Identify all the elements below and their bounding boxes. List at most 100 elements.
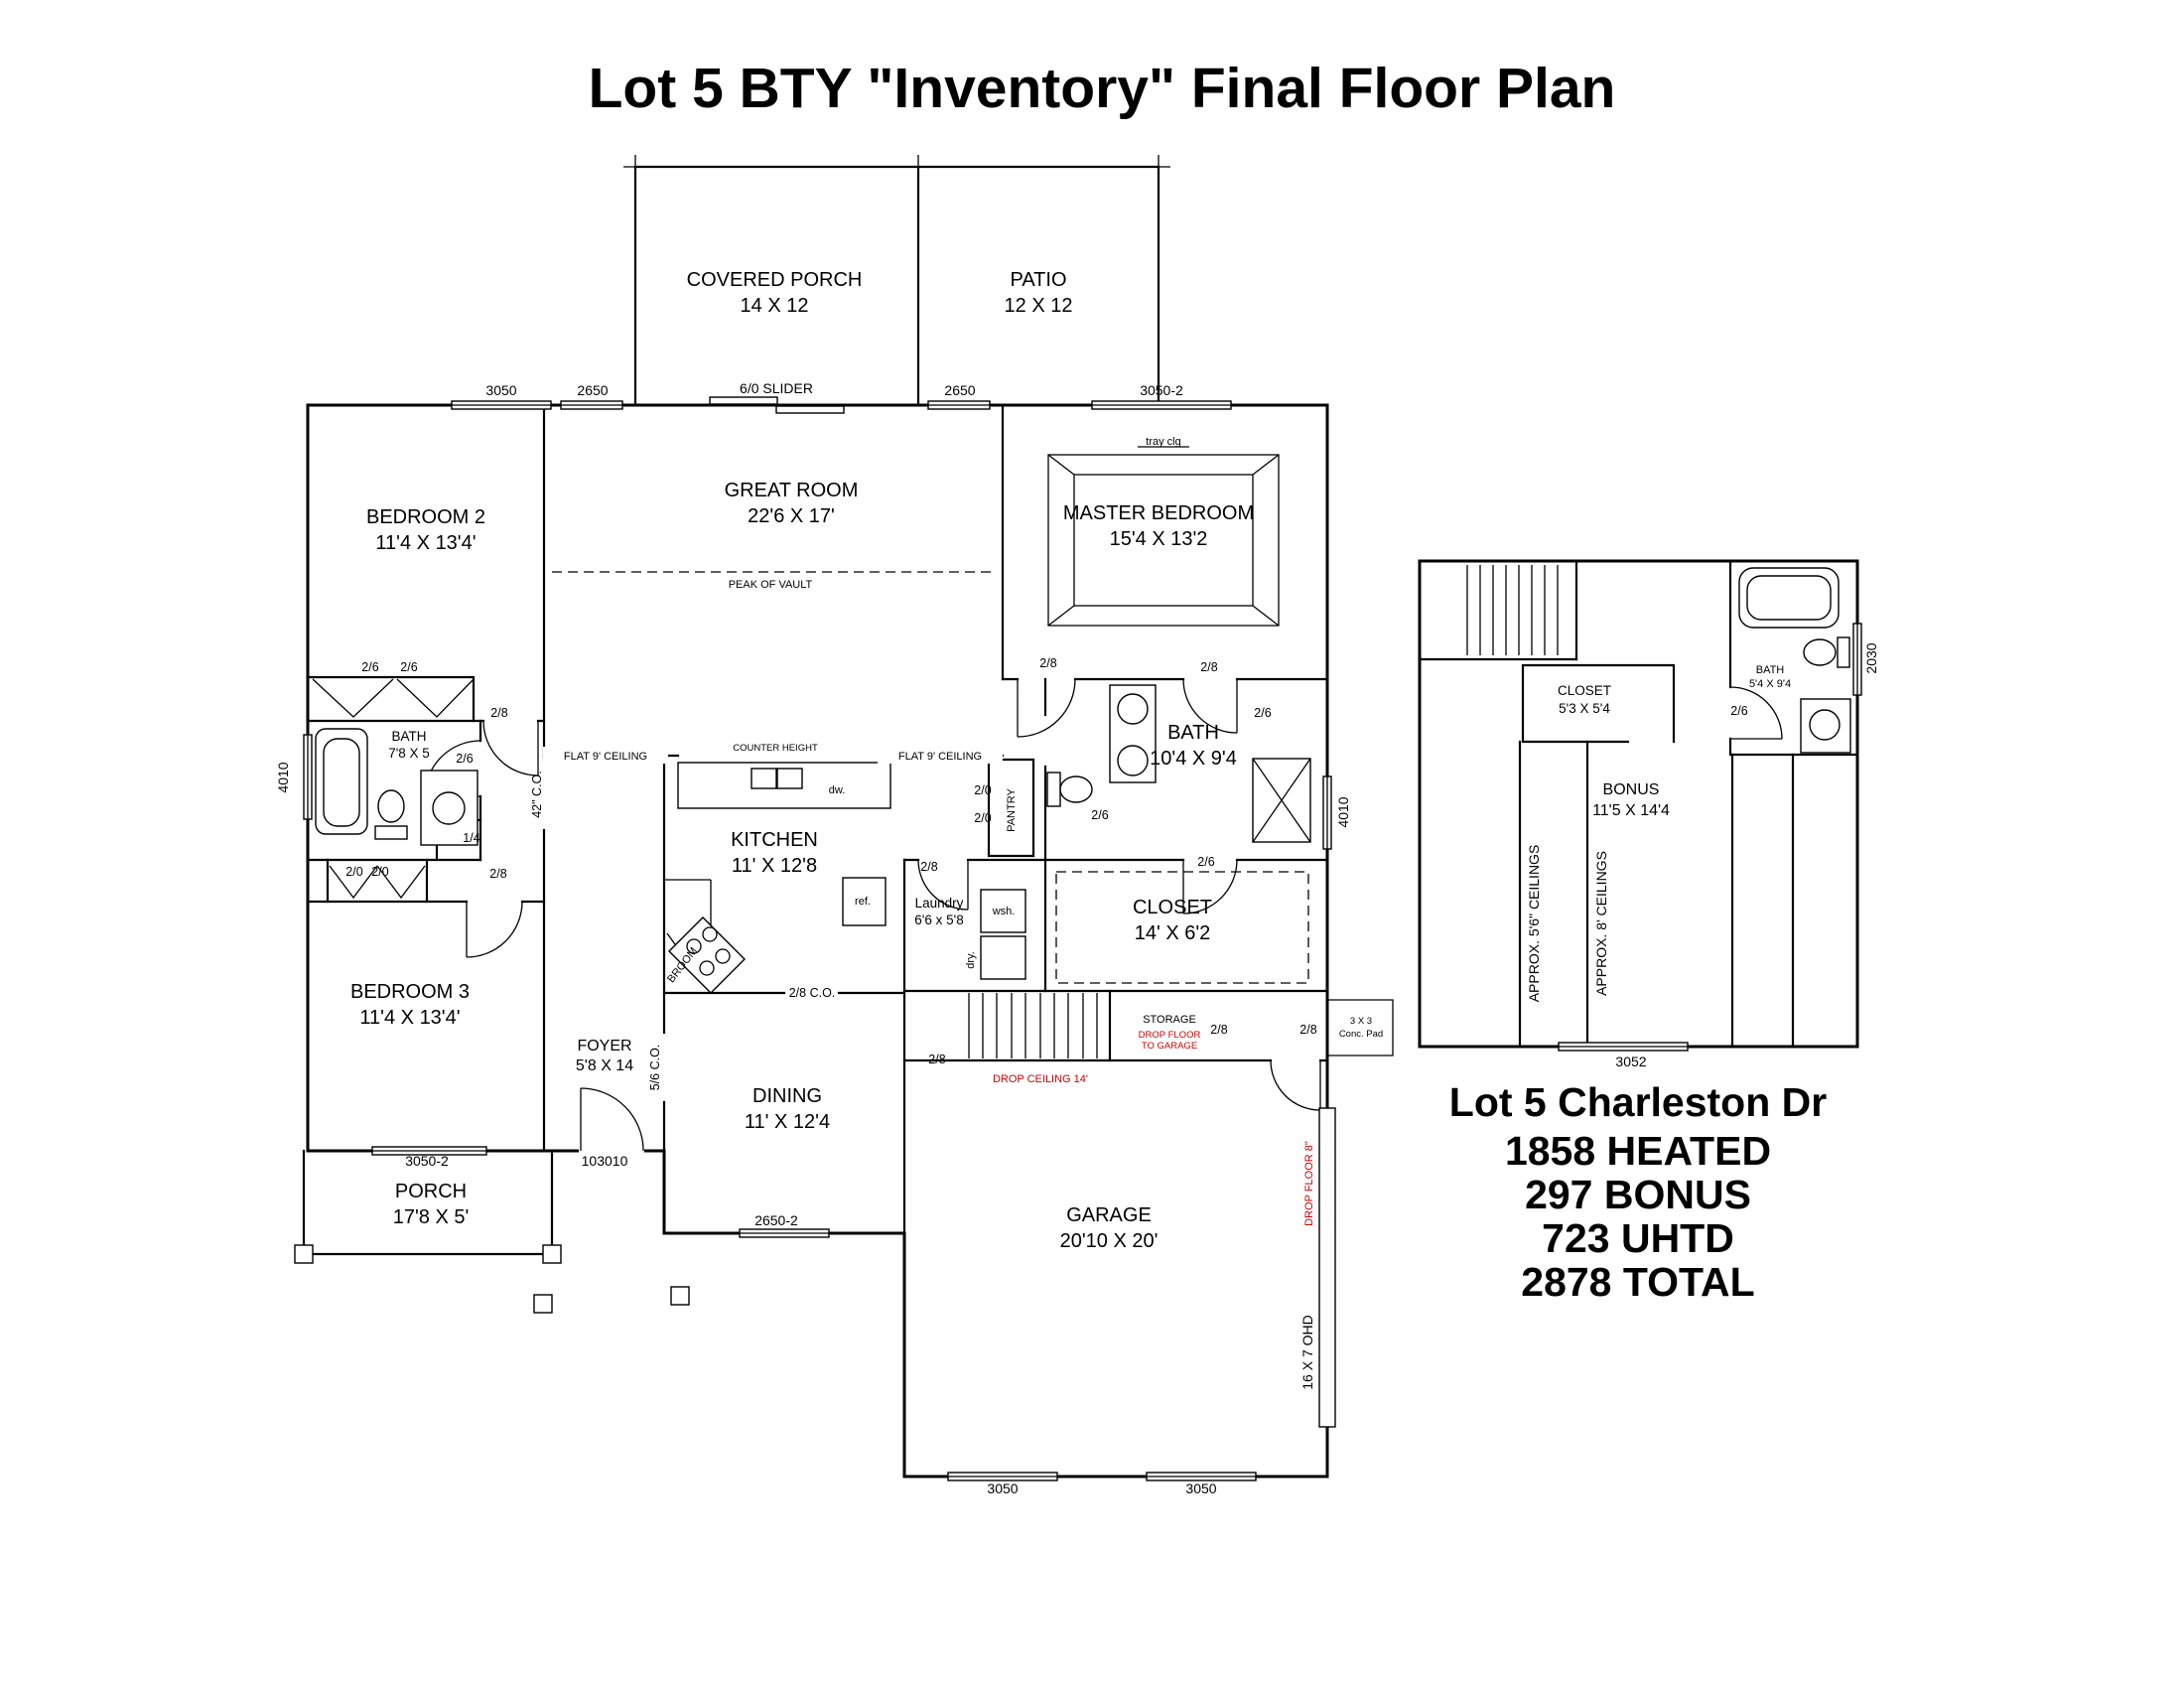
page-title: Lot 5 BTY "Inventory" Final Floor Plan (589, 57, 1616, 120)
room-dims-bedroom2: 11'4 X 13'4' (375, 532, 476, 554)
front-porch-outline (294, 1149, 690, 1314)
window-size-label: 4010 (275, 762, 291, 792)
windows (303, 396, 1332, 1481)
door-size-labels: 2/6 2/6 2/8 2/6 1/4 2/0 2/0 2/8 2/8 2/8 … (345, 656, 1747, 1066)
washer-label: wsh. (992, 906, 1016, 917)
front-door-size-label: 103010 (582, 1153, 628, 1169)
window-size-label: 3050 (1185, 1480, 1216, 1496)
peak-of-vault-label: PEAK OF VAULT (729, 579, 813, 591)
drop-floor-8-note: DROP FLOOR 8" (1303, 1141, 1315, 1226)
front-door-opening (579, 1145, 644, 1157)
overhead-door-label: 16 X 7 OHD (1299, 1315, 1315, 1389)
toilet (1803, 638, 1837, 666)
concrete-pad (1327, 999, 1394, 1056)
door-size-master-entry: 2/8 (1039, 656, 1056, 670)
window-size-label: 2650-2 (754, 1212, 798, 1228)
window-size-label: 3050-2 (1140, 382, 1183, 398)
door-size-master-closet: 2/6 (1197, 855, 1214, 869)
counter-height-label: COUNTER HEIGHT (733, 743, 818, 754)
sink (432, 791, 466, 825)
door-size-water-closet: 2/6 (1091, 808, 1108, 822)
label-bg (717, 739, 834, 754)
slider-size-label: 6/0 SLIDER (740, 380, 813, 396)
dryer-label: dry. (965, 951, 977, 969)
dryer (980, 935, 1026, 980)
window-size-label: 4010 (1335, 796, 1351, 827)
room-dims-upstairs-bath: 5'4 X 9'4 (1749, 678, 1791, 690)
room-label-storage: STORAGE (1143, 1014, 1196, 1026)
room-dims-bedroom3: 11'4 X 13'4' (359, 1007, 460, 1029)
room-dims-upstairs-closet: 5'3 X 5'4 (1559, 701, 1610, 716)
summary-bonus: 297 BONUS (1525, 1172, 1751, 1217)
room-label-laundry: Laundry (915, 896, 964, 911)
door-size-master-bath-entry: 2/8 (1200, 660, 1217, 674)
room-dims-covered-porch: 14 X 12 (741, 295, 809, 317)
refrigerator-label: ref. (855, 896, 871, 908)
summary-total: 2878 TOTAL (1521, 1259, 1754, 1305)
door-size-pantry-lower: 2/0 (974, 811, 991, 825)
sink (1809, 709, 1841, 741)
dimension-labels: 3050 2650 6/0 SLIDER 2650 3050-2 4010 40… (275, 380, 1879, 1496)
window-size-label: 2650 (944, 382, 975, 398)
porch-post (542, 1244, 562, 1264)
cased-opening-label: 2/8 C.O. (789, 986, 836, 1000)
dishwasher-label: dw. (829, 784, 846, 796)
room-label-upstairs-closet: CLOSET (1558, 683, 1611, 698)
room-dims-hall-bath: 7'8 X 5 (388, 746, 430, 761)
toilet (1059, 775, 1093, 803)
door-swings (424, 678, 1321, 1152)
room-label-dining: DINING (752, 1085, 822, 1107)
door-size-upstairs-bath: 2/6 (1730, 704, 1747, 718)
room-dims-dining: 11' X 12'4 (745, 1111, 830, 1133)
room-dims-master-closet: 14' X 6'2 (1135, 922, 1211, 944)
window-size-label: 3050 (987, 1480, 1018, 1496)
room-label-patio: PATIO (1010, 269, 1066, 291)
label-bg (878, 747, 1003, 764)
hall-bath-fixtures (315, 728, 478, 846)
conc-pad-label: Conc. Pad (1339, 1029, 1383, 1040)
door-size-linen: 1/4 (463, 831, 479, 845)
kitchen-sink (776, 768, 803, 789)
sink (1117, 745, 1149, 776)
pantry-walls (987, 758, 1035, 858)
drop-floor-note: DROP FLOOR (1139, 1030, 1201, 1041)
master-bath-fixtures (1046, 684, 1311, 843)
window-size-label: 2650 (577, 382, 608, 398)
hall-closet-bifolds (329, 865, 426, 900)
porch-step (533, 1294, 553, 1314)
second-floor-plan (1418, 559, 1862, 1052)
room-label-foyer: FOYER (577, 1038, 631, 1055)
room-dims-bonus: 11'5 X 14'4 (1592, 802, 1670, 819)
room-label-upstairs-bath: BATH (1756, 664, 1785, 676)
flat-ceiling-label: FLAT 9' CEILING (898, 751, 982, 763)
room-label-hall-bath: BATH (391, 729, 426, 744)
room-dims-porch: 17'8 X 5' (393, 1206, 470, 1228)
room-label-master-closet: CLOSET (1133, 897, 1212, 918)
summary-uhtd: 723 UHTD (1542, 1215, 1734, 1261)
flat-ceiling-label: FLAT 9' CEILING (564, 751, 647, 763)
room-label-bedroom3: BEDROOM 3 (350, 981, 470, 1003)
room-labels: COVERED PORCH 14 X 12 PATIO 12 X 12 BEDR… (350, 269, 1791, 1252)
door-size-bedroom3-entry: 2/8 (489, 867, 506, 881)
door-size-garage-entry: 2/8 (1299, 1023, 1316, 1037)
refrigerator (842, 877, 887, 926)
window-size-label: 3052 (1615, 1054, 1646, 1069)
slider-door (775, 405, 845, 414)
overhead-garage-door (1318, 1107, 1336, 1428)
room-dims-patio: 12 X 12 (1005, 295, 1073, 317)
door-size-hall-closet-left: 2/0 (345, 865, 362, 879)
slider-door (709, 396, 778, 405)
sink (1117, 693, 1149, 725)
ceiling-height-note: APPROX. 8' CEILINGS (1593, 851, 1609, 996)
toilet (377, 789, 405, 823)
window-size-label: 3050-2 (405, 1153, 449, 1169)
tray-ceiling-label: tray clg (1146, 436, 1180, 448)
porch-step (670, 1286, 690, 1306)
summary-heated: 1858 HEATED (1505, 1128, 1771, 1174)
room-dims-laundry: 6'6 x 5'8 (914, 913, 963, 927)
cooktop (668, 916, 746, 994)
room-label-covered-porch: COVERED PORCH (687, 269, 863, 291)
room-label-bedroom2: BEDROOM 2 (366, 506, 485, 528)
porch-post (294, 1244, 314, 1264)
